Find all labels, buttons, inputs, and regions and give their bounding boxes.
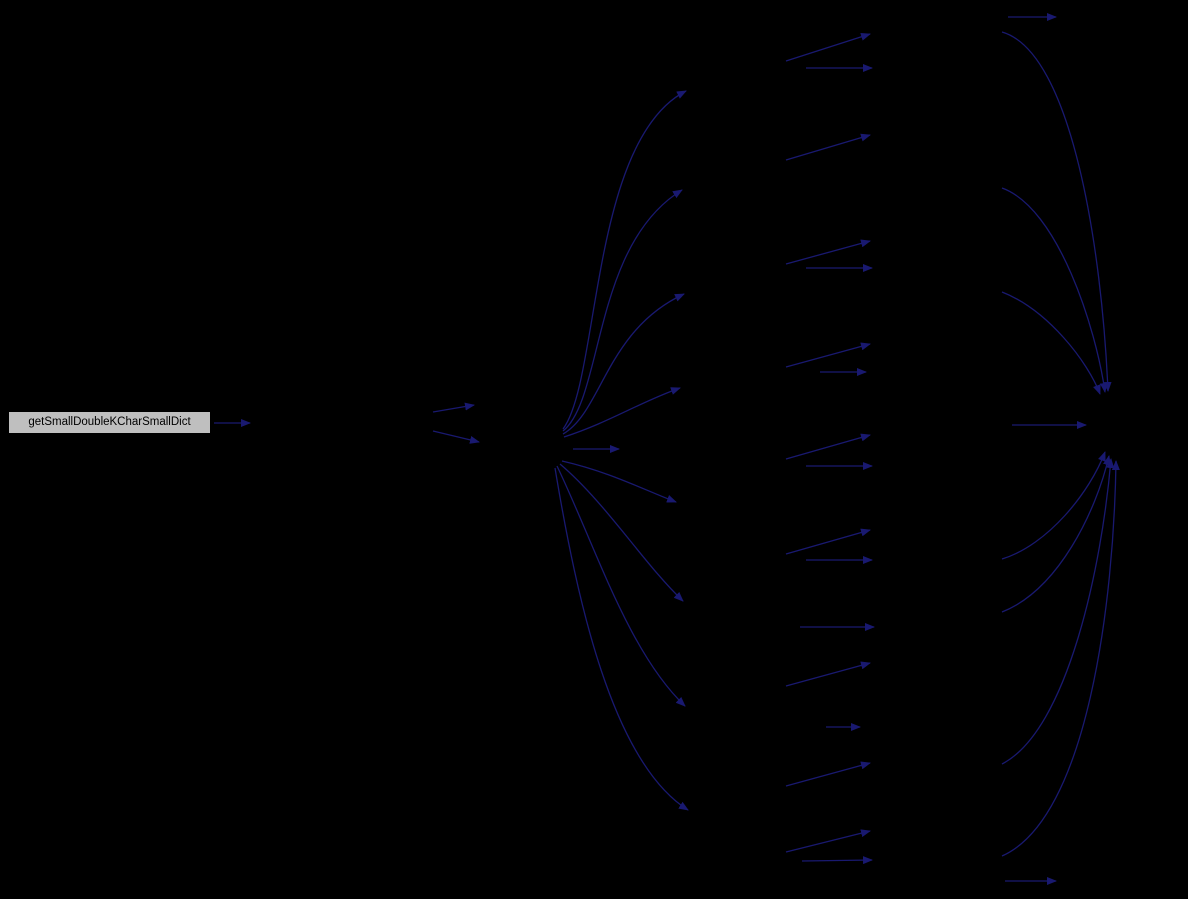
edge [1001, 187, 1108, 393]
edge [1001, 31, 1112, 392]
node-getSmallDoubleKCharSmallDict: getSmallDoubleKCharSmallDict [8, 411, 211, 434]
edge [785, 433, 871, 460]
edge [785, 32, 871, 62]
edge [554, 467, 689, 811]
edge [785, 661, 871, 687]
edge [556, 465, 686, 707]
edge [785, 829, 871, 853]
edge [562, 189, 683, 432]
edge [1001, 460, 1120, 857]
edge [785, 342, 871, 368]
edge [1001, 458, 1115, 765]
edge [562, 90, 687, 430]
edge [1001, 455, 1111, 613]
edge [801, 856, 873, 865]
edge [785, 528, 871, 555]
edge [563, 387, 681, 438]
edge [562, 293, 685, 435]
edge [432, 402, 475, 413]
edge [1001, 291, 1101, 395]
edge [559, 463, 684, 602]
edge [785, 133, 871, 161]
edge [785, 239, 871, 265]
edge-group [214, 13, 1120, 885]
edge [785, 761, 871, 787]
edge [561, 460, 677, 503]
edge [432, 430, 480, 444]
edge [1001, 451, 1106, 560]
